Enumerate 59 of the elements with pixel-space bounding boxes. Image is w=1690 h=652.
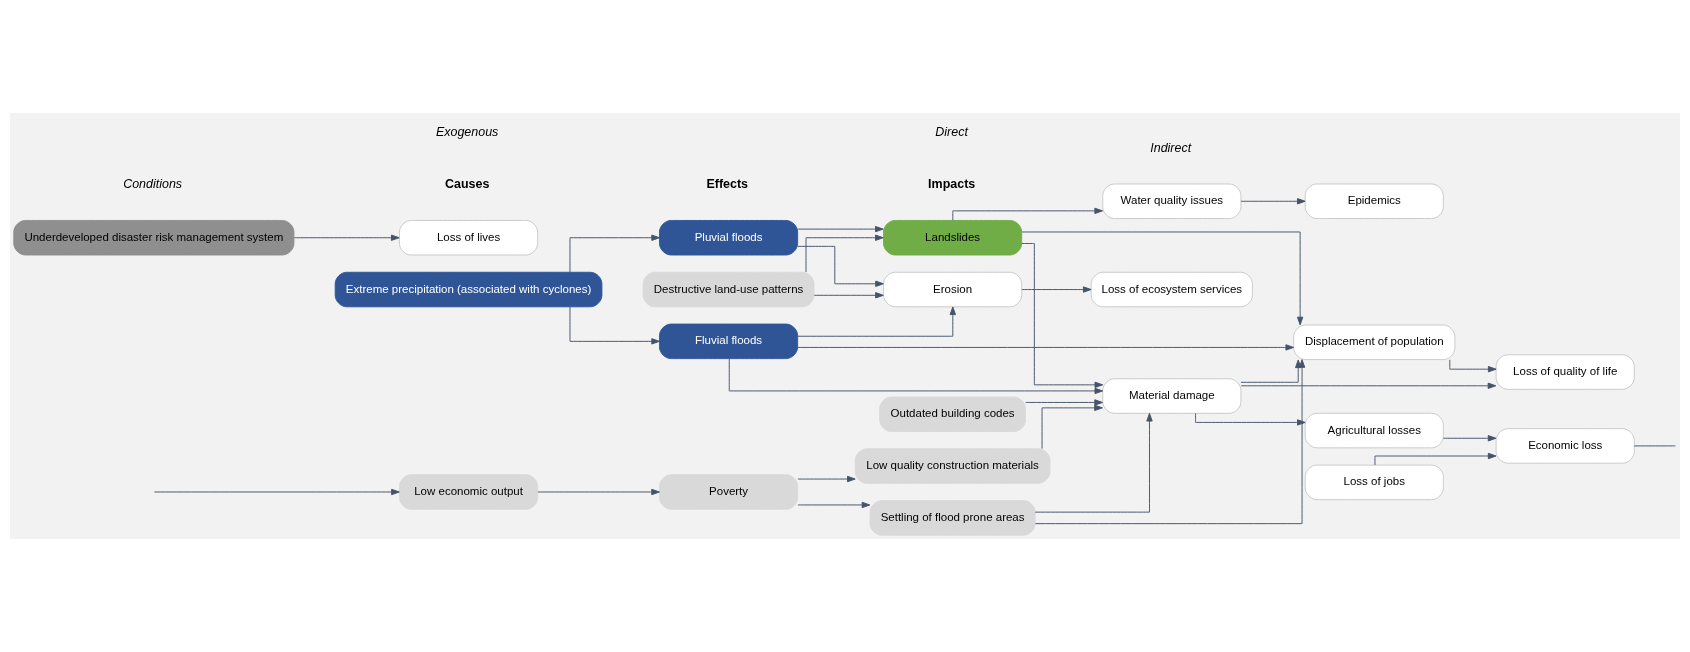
- arrow: [1240, 359, 1302, 383]
- label: Indirect: [1150, 140, 1192, 155]
- node-box: Outdated building codes: [879, 396, 1026, 433]
- node-box: Poverty: [659, 474, 799, 510]
- node-box: Loss of ecosystem services: [1090, 271, 1253, 308]
- arrow: [1240, 198, 1306, 205]
- arrow: [1021, 243, 1104, 388]
- node-box: Pluvial floods: [659, 220, 799, 256]
- arrow: [1195, 413, 1306, 426]
- label: Conditions: [123, 177, 183, 192]
- node-box: Fluvial floods: [659, 323, 799, 360]
- node-box: Low economic output: [399, 474, 539, 510]
- arrow: [1443, 435, 1497, 442]
- arrow: [1025, 399, 1103, 406]
- arrow: [797, 225, 884, 233]
- arrow: [797, 306, 956, 337]
- node-box: Settling of flood prone areas: [869, 500, 1036, 536]
- node-box: Water quality issues: [1102, 183, 1242, 219]
- node-box: Landslides: [883, 220, 1023, 256]
- node-box: Low quality construction materials: [854, 448, 1051, 484]
- arrow: [797, 501, 871, 509]
- arrow: [1034, 412, 1153, 513]
- arrow: [797, 475, 856, 483]
- arrow: [1240, 382, 1497, 389]
- label: Impacts: [928, 177, 976, 192]
- arrow: [1374, 452, 1497, 466]
- arrow: [569, 234, 660, 273]
- arrow: [805, 234, 884, 273]
- node-box: Underdeveloped disaster risk management system: [13, 220, 295, 256]
- connector: [1633, 445, 1676, 447]
- node-box: Agricultural losses: [1304, 412, 1444, 449]
- arrow: [728, 358, 1104, 395]
- label: Causes: [445, 177, 490, 192]
- arrow: [1041, 404, 1103, 450]
- arrow: [293, 234, 400, 241]
- node-box: Destructive land-use patterns: [642, 271, 815, 308]
- arrow: [1021, 231, 1304, 326]
- arrow: [1449, 359, 1497, 373]
- node-box: Loss of lives: [399, 220, 539, 256]
- node-box: Erosion: [883, 271, 1023, 308]
- arrow: [1034, 359, 1306, 525]
- node-box: Epidemics: [1304, 183, 1444, 219]
- arrow: [797, 245, 884, 287]
- node-box: Material damage: [1102, 378, 1242, 414]
- arrow: [952, 207, 1103, 221]
- node-box: Loss of quality of life: [1495, 354, 1635, 390]
- node-box: Loss of jobs: [1304, 464, 1444, 501]
- arrow: [797, 344, 1295, 351]
- label: Direct: [935, 125, 968, 140]
- node-box: Economic loss: [1495, 428, 1635, 464]
- arrow: [813, 292, 884, 299]
- arrow: [569, 306, 660, 345]
- arrow: [1021, 286, 1092, 293]
- label: Exogenous: [435, 125, 499, 140]
- arrow: [153, 488, 400, 496]
- arrow: [537, 488, 660, 496]
- node-box: Extreme precipitation (associated with cyclones): [334, 271, 603, 308]
- label: Effects: [706, 177, 749, 192]
- node-box: Displacement of population: [1293, 324, 1456, 361]
